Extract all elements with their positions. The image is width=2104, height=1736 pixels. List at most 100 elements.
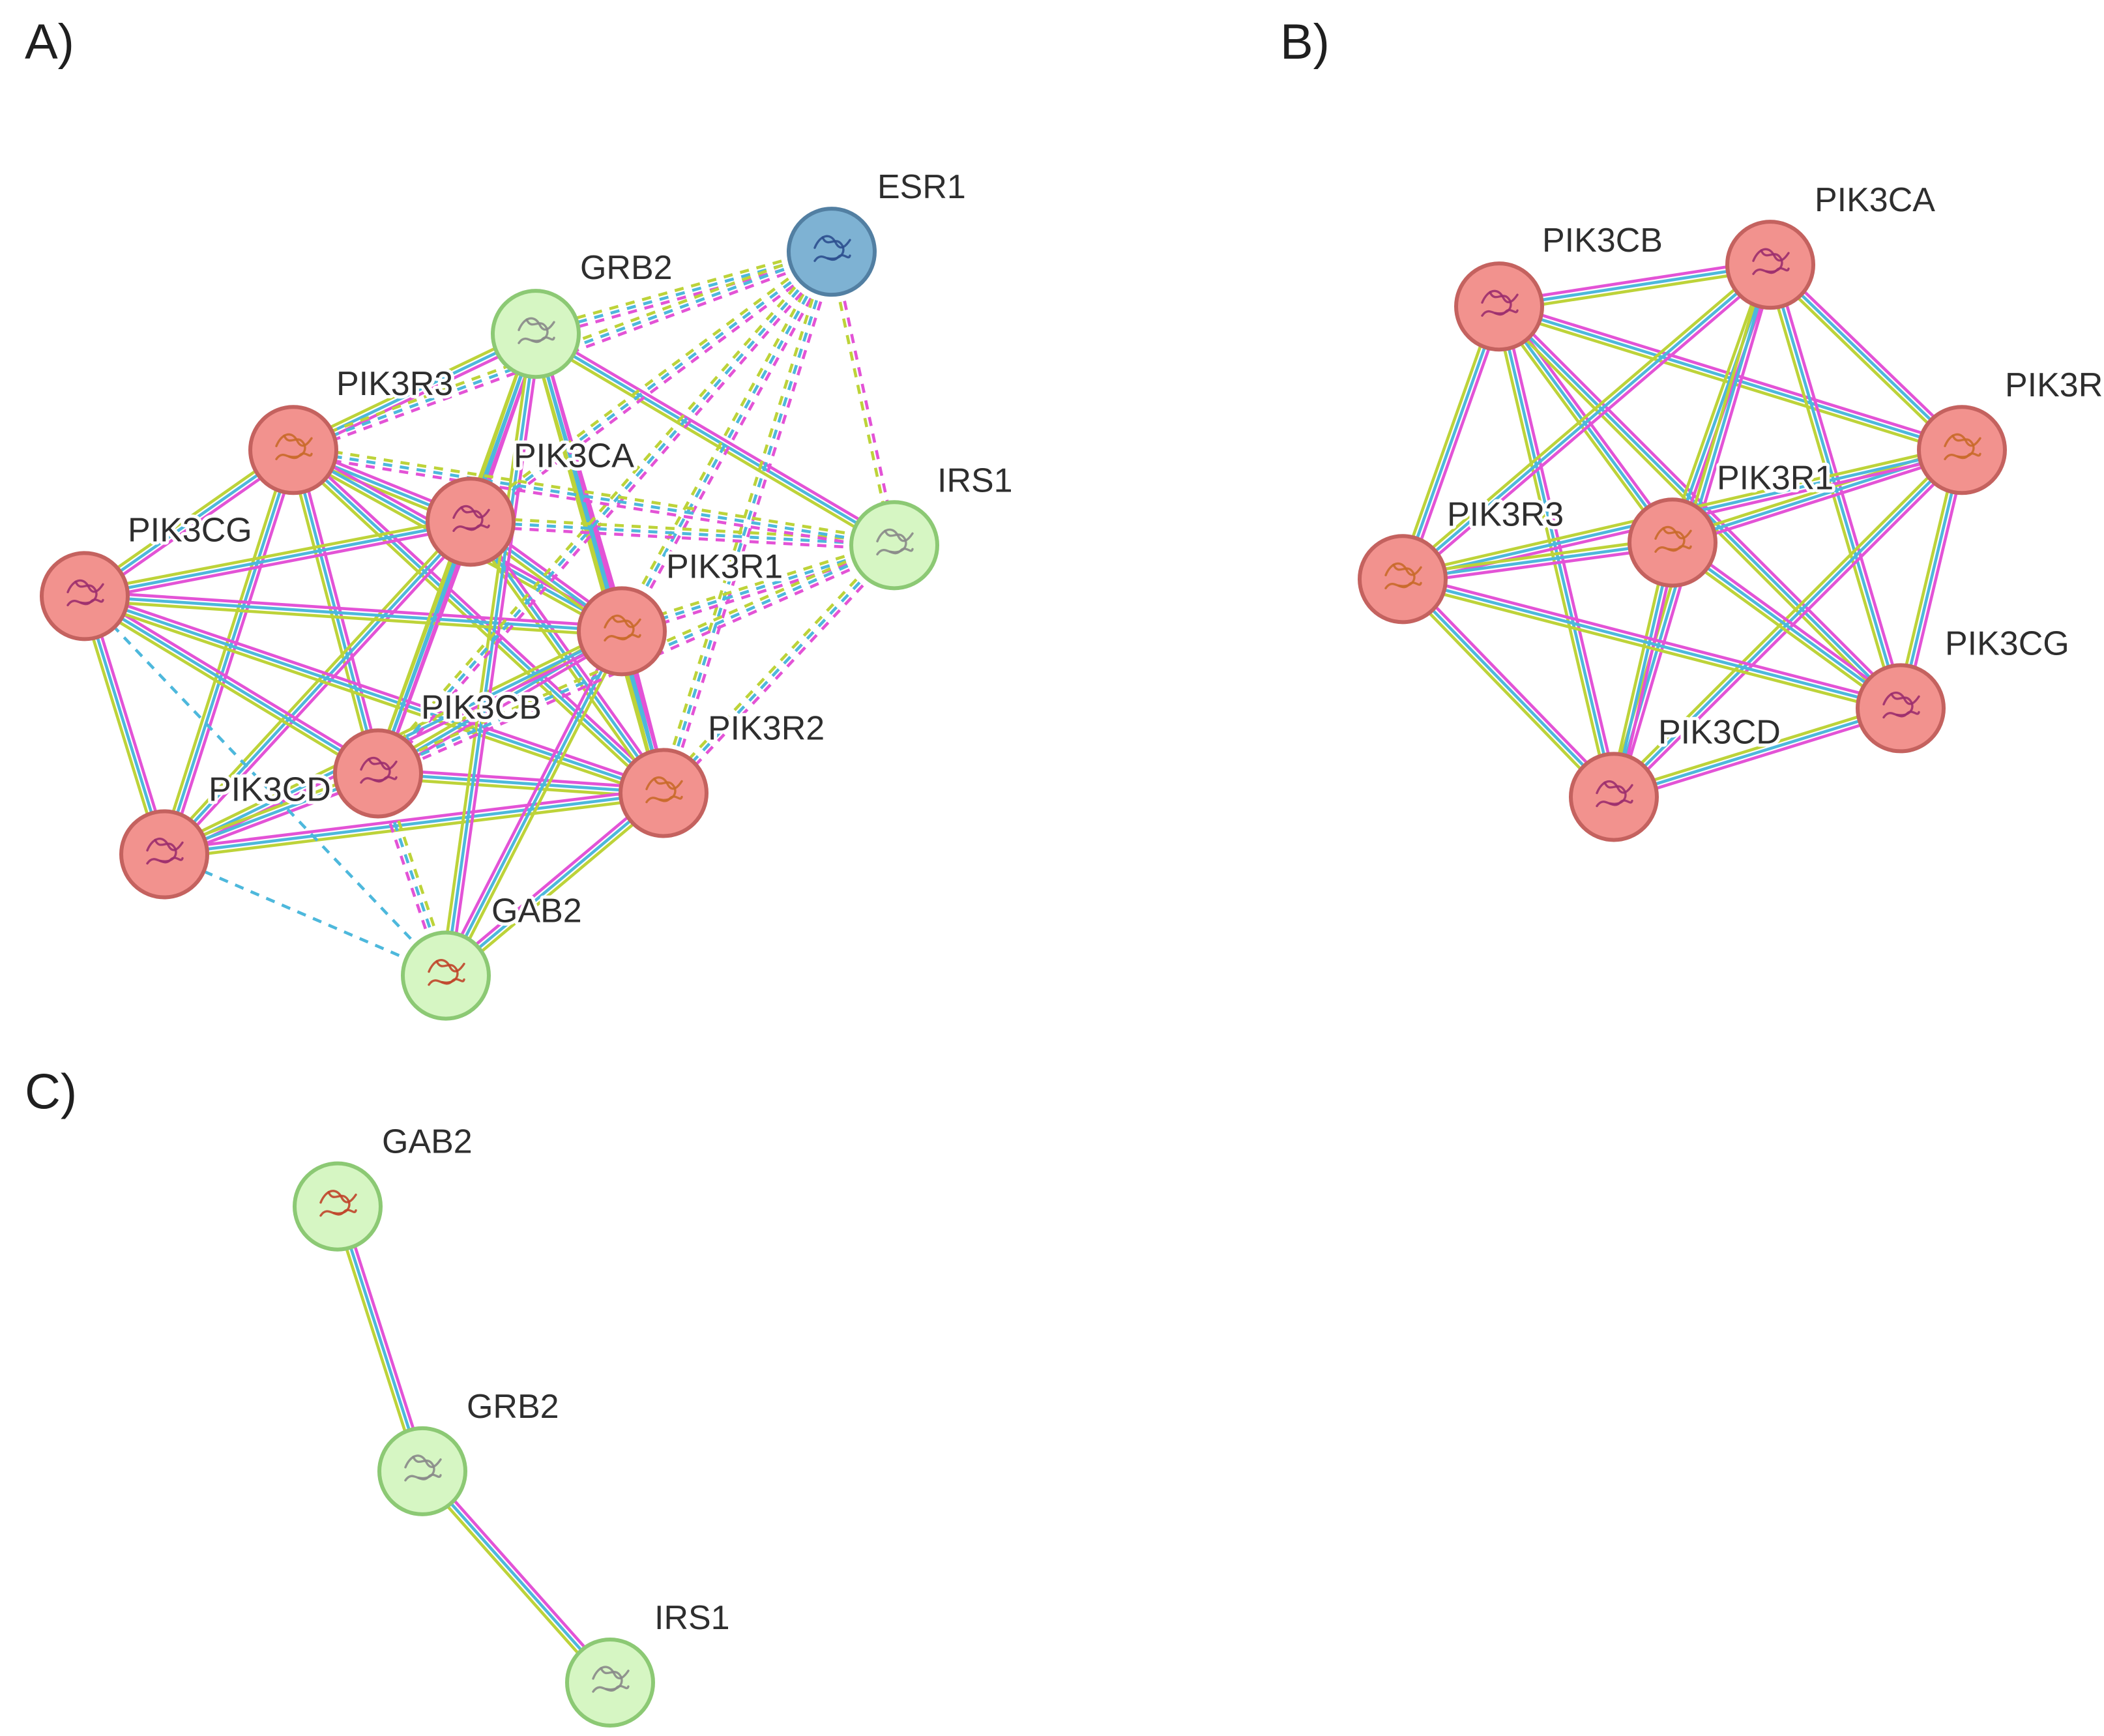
protein-node-circle [1725, 220, 1815, 310]
edge-line [377, 250, 833, 774]
edge-line [164, 795, 665, 861]
edge-line [620, 251, 834, 632]
node-label-A-PIK3R3: PIK3R3 [336, 365, 453, 403]
protein-structure-glyph [1596, 780, 1633, 795]
edge-line [87, 594, 170, 854]
edge-line [164, 853, 446, 977]
edge-line [79, 596, 162, 857]
edge-line [622, 548, 896, 637]
edge-line [1403, 545, 1674, 585]
panel-A: ESR1GRB2PIK3R3PIK3CAIRS1PIK3CGPIK3R1PIK3… [40, 165, 1016, 1021]
protein-structure-glyph [360, 756, 398, 771]
protein-structure-glyph [452, 505, 490, 519]
node-label-B-PIK3CD: PIK3CD [1658, 713, 1781, 751]
protein-structure-glyph [319, 1190, 357, 1204]
edge-A-PIK3CG-PIK3CB [81, 591, 381, 779]
node-label-B-PIK3CG: PIK3CG [1945, 625, 2069, 662]
edge-B-PIK3R3-PIK3CD [1398, 574, 1618, 801]
edge-A-GAB2-PIK3R1 [440, 628, 628, 978]
edge-line [534, 332, 896, 547]
edge-B-PIK3R1-PIK3R3 [1401, 537, 1674, 585]
edge-line [86, 591, 381, 771]
edge-line [421, 1470, 611, 1684]
protein-structure-glyph [283, 434, 306, 458]
edge-line [1404, 267, 1774, 584]
edge-line [1402, 541, 1673, 581]
edge-line [1612, 702, 1900, 795]
protein-node-circle [619, 748, 709, 838]
node-A-GAB2 [401, 930, 491, 1021]
protein-structure-glyph [876, 528, 914, 543]
protein-structure-glyph [74, 580, 98, 604]
protein-structure-glyph [460, 506, 484, 530]
edge-B-PIK3CG-PIK3CD [1612, 702, 1903, 803]
node-label-B-PIK3R2: PIK3R2 [2005, 366, 2104, 404]
protein-structure-glyph [1882, 691, 1920, 706]
edge-line [85, 590, 665, 791]
edge-line [291, 328, 534, 448]
protein-structure-glyph [821, 236, 845, 260]
edge-line [85, 590, 622, 628]
edge-B-PIK3CB-PIK3CD [1493, 305, 1620, 799]
node-label-A-PIK3CG: PIK3CG [128, 511, 252, 549]
protein-node-circle [1454, 261, 1544, 352]
node-C-GRB2 [377, 1426, 467, 1516]
protein-structure-glyph [1951, 434, 1975, 458]
edge-line [1401, 581, 1900, 714]
edge-line [616, 248, 830, 630]
protein-structure-glyph [1489, 291, 1512, 315]
edge-line [1493, 307, 1611, 799]
node-label-C-GRB2: GRB2 [467, 1388, 559, 1426]
protein-structure-glyph [1944, 433, 1981, 447]
edge-line [537, 329, 898, 543]
edge-line [1613, 707, 1901, 799]
edge-line [832, 250, 898, 545]
edge-line [447, 795, 667, 980]
protein-structure-glyph [813, 235, 851, 249]
edge-A-PIK3CD-PIK3R2 [163, 787, 665, 861]
protein-structure-glyph [525, 318, 549, 342]
edge-A-ESR1-PIK3R1 [616, 248, 838, 634]
edge-line [471, 516, 895, 542]
protein-structure-glyph [611, 615, 635, 640]
edge-line [1405, 307, 1505, 581]
edge-line [373, 248, 830, 772]
edge-A-IRS1-PIK3R2 [659, 541, 899, 797]
edge-line [162, 449, 295, 855]
edge-line [1397, 304, 1497, 578]
protein-node-circle [119, 809, 209, 900]
edge-line [377, 772, 664, 795]
edge-A-PIK3CG-PIK3CD [79, 594, 170, 857]
edge-A-ESR1-PIK3CB [373, 248, 836, 778]
edge-line [1405, 574, 1618, 795]
edge-line [294, 254, 834, 456]
node-A-PIK3R1 [577, 586, 667, 677]
edge-A-ESR1-PIK3R3 [291, 246, 834, 456]
edge-A-PIK3CG-PIK3R2 [83, 590, 665, 799]
protein-structure-glyph [368, 758, 391, 782]
edge-A-GAB2-PIK3R2 [442, 788, 667, 980]
protein-structure-glyph [1752, 248, 1790, 262]
edge-line [448, 334, 542, 977]
node-B-PIK3R1 [1628, 497, 1717, 588]
edge-A-PIK3CA-PIK3CD [160, 518, 475, 859]
edge-line [380, 254, 836, 778]
node-A-ESR1 [787, 207, 877, 297]
protein-structure-glyph [275, 433, 313, 447]
protein-structure-glyph [884, 529, 907, 553]
edge-line [83, 598, 663, 799]
node-label-B-PIK3CB: PIK3CB [1542, 222, 1663, 259]
protein-node-circle [401, 930, 491, 1021]
edge-line [167, 450, 299, 857]
edge-line [84, 598, 622, 638]
edge-A-GAB2-PIK3CD [164, 853, 446, 977]
edge-line [163, 787, 664, 851]
edge-line [1616, 452, 1966, 801]
protein-structure-glyph [412, 1456, 435, 1480]
protein-structure-glyph [1890, 692, 1914, 716]
edge-line [84, 595, 664, 795]
protein-structure-glyph [645, 776, 683, 791]
edge-A-GRB2-IRS1 [533, 329, 898, 551]
